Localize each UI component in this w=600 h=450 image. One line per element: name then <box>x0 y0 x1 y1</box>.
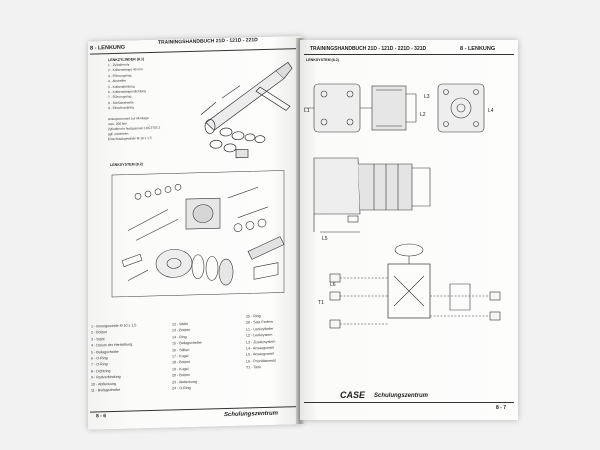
list-item: 11 - Beilagscheibe <box>91 387 121 393</box>
left-header-title: TRAININGSHANDBUCH 21D - 121D - 221D <box>158 37 258 46</box>
note-line: Einschraubgewinde M 16 x 1,5 <box>108 135 152 142</box>
right-footer-rule <box>304 402 514 403</box>
left-footer-label: Schulungszentrum <box>224 410 279 419</box>
label-l6: L6 <box>330 282 336 288</box>
label-l3: L3 <box>424 94 430 100</box>
label-l5: L5 <box>322 236 328 242</box>
cylinder-exploded-drawing <box>200 61 293 159</box>
list-item: 24 - O-Ring <box>172 386 191 391</box>
case-logo: CASE <box>340 390 366 400</box>
label-l4: L4 <box>488 108 494 114</box>
list-item: 15 - Beilagscheibe <box>172 340 202 346</box>
label-t1: T1 <box>318 300 324 306</box>
right-footer-label: Schulungszentrum <box>374 393 429 399</box>
assembly-notes: Anzugsmoment zur Montage max. 300 Nm Zyl… <box>108 116 160 142</box>
label-l2: L2 <box>420 112 426 118</box>
left-page-number: 8 - 6 <box>96 413 107 420</box>
parts-column-2: 12 - Welle 13 - Bolzen 14 - Ring 15 - Be… <box>172 321 202 392</box>
parts-column-1: 1 - Innengewinde M 10 x 1,5 2 - Bolzen 3… <box>91 322 136 394</box>
right-header-title: TRAININGSHANDBUCH 21D - 121D - 221D - 32… <box>310 46 427 52</box>
parts-column-3: 25 - Ring 26 - Satz Federn L1 - Lenkzyli… <box>246 313 276 371</box>
right-header-rule <box>304 54 514 55</box>
right-section-title: 8 - LENKUNG <box>460 46 496 52</box>
left-section-title: 8 - LENKUNG <box>90 44 126 52</box>
label-l1: L1 <box>304 108 310 114</box>
steering-unit-exploded-drawing <box>111 170 285 298</box>
list-item: 9 - Einschraubring <box>108 105 134 111</box>
system-section-label: LENKSYSTEM (8.2) <box>110 162 143 168</box>
right-page-number: 8 - 7 <box>496 405 507 411</box>
list-item: T1 - Tank <box>246 365 261 370</box>
left-page: 8 - LENKUNG TRAININGSHANDBUCH 21D - 121D… <box>88 36 303 430</box>
steering-unit-drawings: L1 L2 L3 L4 L5 L6 T1 <box>304 83 501 329</box>
cylinder-parts-list: 1 - Zylinderrohr 2 - Kolbenstange 40 mm … <box>108 62 146 112</box>
right-page: TRAININGSHANDBUCH 21D - 121D - 221D - 32… <box>300 40 518 420</box>
right-subsection-label: LENKSYSTEM (8.2) <box>306 58 339 62</box>
